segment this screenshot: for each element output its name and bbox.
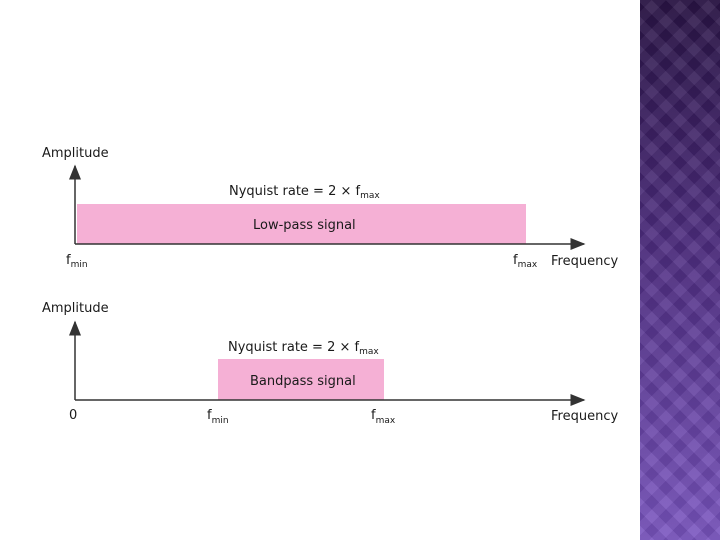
top-diagram: Amplitude Nyquist rate = 2 × fmax Low-pa… — [42, 146, 618, 270]
top-fmin-label: fmin — [66, 253, 88, 270]
bandpass-signal-band — [218, 359, 384, 400]
bottom-nyquist-rate-text: Nyquist rate = 2 × fmax — [228, 340, 379, 357]
top-frequency-label: Frequency — [551, 254, 618, 269]
top-amplitude-label: Amplitude — [42, 146, 109, 161]
nyquist-diagrams: Amplitude Nyquist rate = 2 × fmax Low-pa… — [42, 146, 618, 426]
decorative-side-band — [640, 0, 720, 540]
top-nyquist-rate-text: Nyquist rate = 2 × fmax — [229, 184, 380, 201]
bandpass-signal-label: Bandpass signal — [250, 374, 356, 389]
low-pass-signal-band — [77, 204, 526, 244]
low-pass-signal-label: Low-pass signal — [253, 218, 356, 233]
bottom-diagram: Amplitude Nyquist rate = 2 × fmax Bandpa… — [42, 301, 618, 426]
bottom-frequency-label: Frequency — [551, 409, 618, 424]
bottom-amplitude-label: Amplitude — [42, 301, 109, 316]
bottom-fmin-label: fmin — [207, 408, 229, 426]
top-fmax-label: fmax — [513, 253, 538, 270]
bottom-origin-label: 0 — [69, 408, 77, 423]
bottom-fmax-label: fmax — [371, 408, 396, 426]
